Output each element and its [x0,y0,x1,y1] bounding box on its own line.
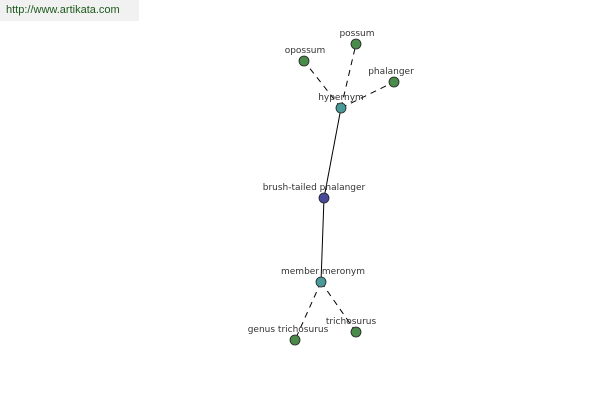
node-label-genus-trichosurus: genus trichosurus [248,325,329,335]
node-label-opossum: opossum [285,46,326,56]
node-label-member-meronym: member meronym [281,267,365,277]
edge-hypernym-to-phalanger [340,81,395,109]
node-member-meronym[interactable] [315,276,327,288]
edges-layer [294,43,395,341]
node-opossum[interactable] [298,55,310,67]
nodes-layer [289,38,400,346]
labels-layer: brush-tailed phalanger hypernym member mer… [248,29,414,335]
node-label-possum: possum [339,29,374,39]
node-brush-tailed-phalanger[interactable] [318,192,330,204]
edge-hypernym-to-opossum [303,60,342,109]
node-trichosurus[interactable] [350,326,362,338]
node-hypernym[interactable] [335,102,347,114]
node-possum[interactable] [350,38,362,50]
node-label-phalanger: phalanger [368,67,414,77]
node-label-brush-tailed-phalanger: brush-tailed phalanger [263,183,366,193]
edge-brush-tailed-phalanger-to-hypernym [323,107,342,199]
node-phalanger[interactable] [388,76,400,88]
node-genus-trichosurus[interactable] [289,334,301,346]
node-label-hypernym: hypernym [318,93,364,103]
node-label-trichosurus: trichosurus [326,317,377,327]
source-url-link[interactable]: http://www.artikata.com [0,0,139,21]
edge-brush-tailed-phalanger-to-member-meronym [320,197,325,283]
